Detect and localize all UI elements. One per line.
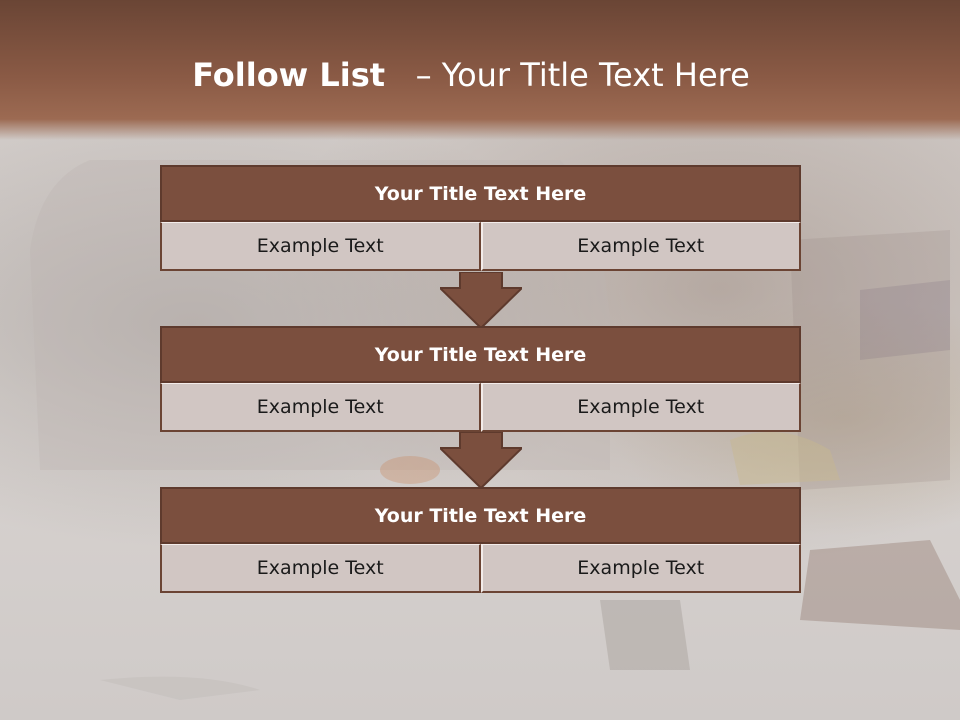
down-arrow-icon [440,432,522,488]
step-title: Your Title Text Here [160,326,801,383]
step-title: Your Title Text Here [160,165,801,222]
step-title: Your Title Text Here [160,487,801,544]
step-cell-left: Example Text [160,544,481,593]
slide-title-bold: Follow List [192,56,386,94]
step-cell-right: Example Text [480,222,801,271]
step-cells: Example Text Example Text [160,544,801,593]
step-cells: Example Text Example Text [160,222,801,271]
step-cell-left: Example Text [160,383,481,432]
step-cells: Example Text Example Text [160,383,801,432]
header-band [0,0,960,140]
slide-title: Follow List – Your Title Text Here [0,56,942,94]
step-block: Your Title Text Here Example Text Exampl… [160,165,801,271]
step-block: Your Title Text Here Example Text Exampl… [160,487,801,593]
step-cell-right: Example Text [480,544,801,593]
step-cell-right: Example Text [480,383,801,432]
slide-title-rest: – Your Title Text Here [395,56,750,94]
step-block: Your Title Text Here Example Text Exampl… [160,326,801,432]
down-arrow-icon [440,272,522,328]
step-cell-left: Example Text [160,222,481,271]
slide-title-rest-text: – Your Title Text Here [415,56,750,94]
